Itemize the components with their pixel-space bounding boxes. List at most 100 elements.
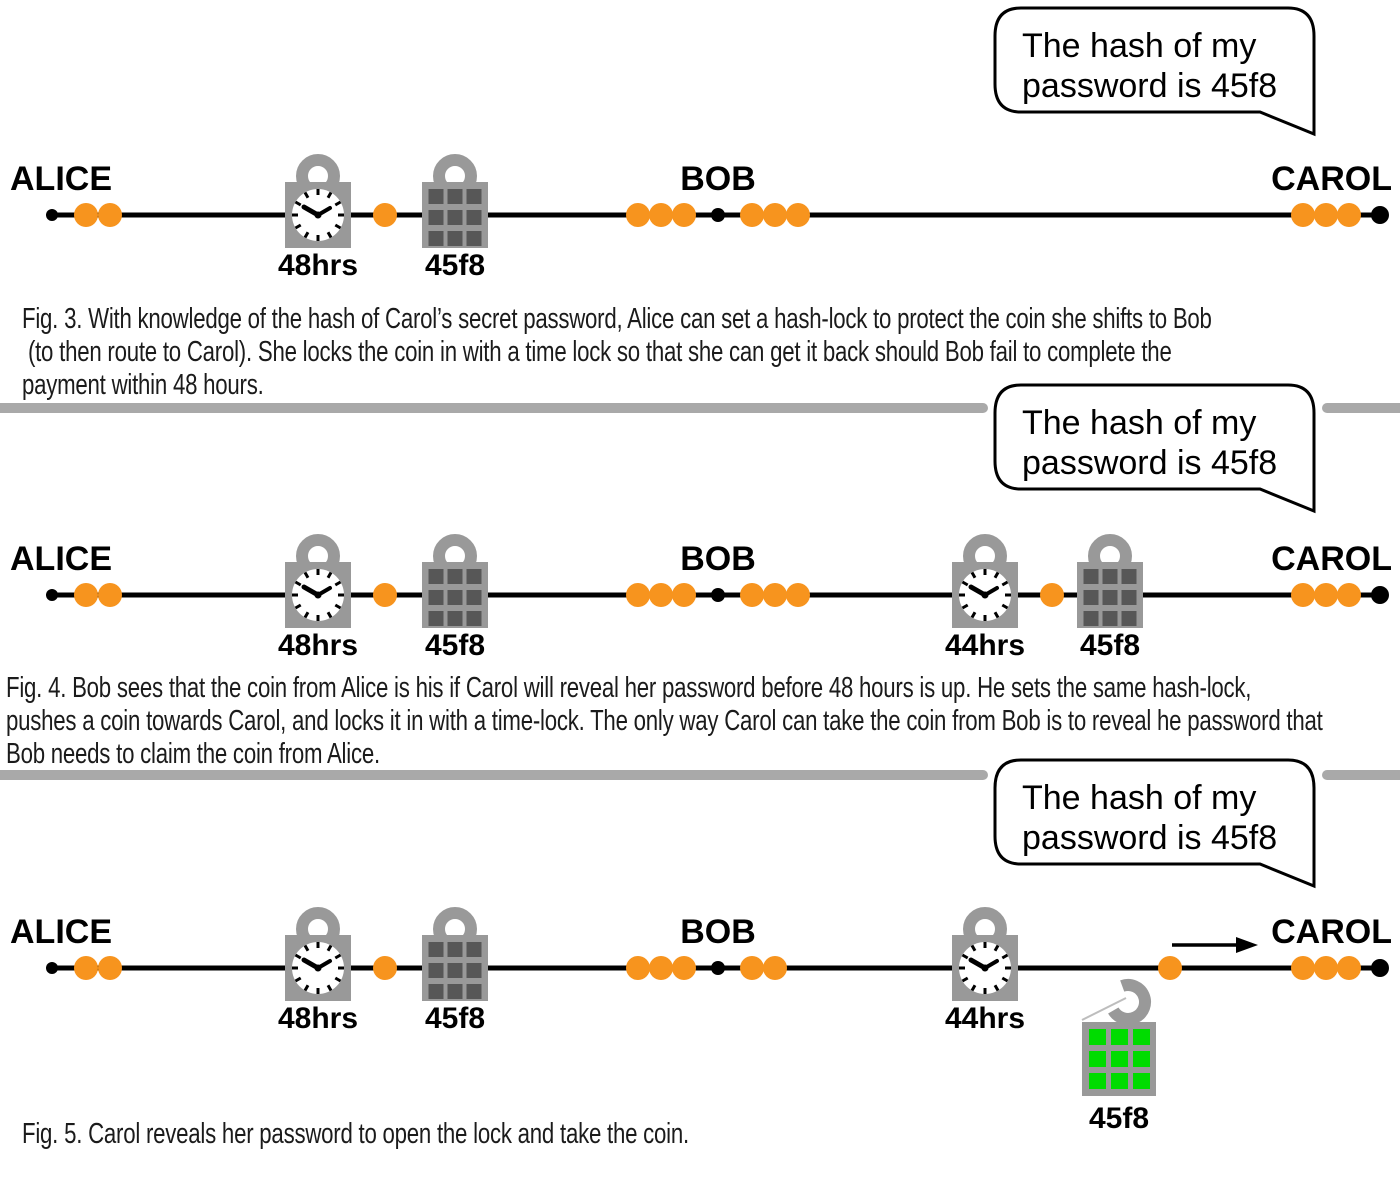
timelock-44-label: 44hrs	[945, 1002, 1025, 1035]
section-divider	[1322, 770, 1400, 780]
coin-moving-to-carol	[1158, 956, 1182, 980]
carol-label: CAROL	[1271, 913, 1392, 951]
coin	[626, 203, 650, 227]
coin	[740, 203, 764, 227]
coin	[1337, 956, 1361, 980]
fig4-caption-line-3: Bob needs to claim the coin from Alice.	[6, 738, 380, 770]
fig5-diagram: ALICE BOB CAROL 48hrs 45f8 44hrs 45f8	[10, 890, 1392, 1135]
timelock-icon	[285, 913, 351, 1001]
coin	[98, 203, 122, 227]
speech-bubble-outline	[993, 383, 1316, 514]
fig3-diagram: ALICE BOB CAROL 48hrs 45f8	[10, 140, 1392, 282]
bubble-line-2: password is 45f8	[1022, 819, 1278, 857]
alice-label: ALICE	[10, 540, 112, 578]
hashlock-icon	[422, 913, 488, 1001]
coin	[626, 956, 650, 980]
coins	[74, 583, 1361, 607]
coins	[74, 203, 1361, 227]
coin	[1291, 583, 1315, 607]
coin	[1314, 203, 1338, 227]
coin	[373, 583, 397, 607]
speech-bubble-outline	[993, 758, 1316, 889]
coin	[74, 203, 98, 227]
coin	[740, 583, 764, 607]
bob-label: BOB	[680, 540, 756, 578]
fig3-caption-line-3: payment within 48 hours.	[22, 369, 264, 401]
bubble-line-2: password is 45f8	[1022, 67, 1278, 105]
alice-label: ALICE	[10, 913, 112, 951]
carol-endpoint-dot	[1371, 586, 1389, 604]
bubble-line-1: The hash of my	[1022, 779, 1257, 817]
right-arrow-icon	[1172, 937, 1258, 953]
carol-endpoint-dot	[1371, 959, 1389, 977]
coin	[626, 583, 650, 607]
fig5-caption-line-1: Fig. 5. Carol reveals her password to op…	[22, 1118, 689, 1150]
alice-endpoint-dot	[46, 209, 58, 221]
timelock-48-label: 48hrs	[278, 1002, 358, 1035]
bob-label: BOB	[680, 160, 756, 198]
hashlock-label: 45f8	[425, 249, 485, 282]
coin	[98, 956, 122, 980]
coin	[672, 203, 696, 227]
coin	[74, 956, 98, 980]
hashlock-icon	[422, 160, 488, 248]
alice-endpoint-dot	[46, 589, 58, 601]
coin	[786, 203, 810, 227]
hashlock-label: 45f8	[425, 1002, 485, 1035]
coin	[740, 956, 764, 980]
bubble-line-1: The hash of my	[1022, 27, 1257, 65]
bob-node-dot	[711, 208, 725, 222]
carol-endpoint-dot	[1371, 206, 1389, 224]
hashlock-label: 45f8	[425, 629, 485, 662]
bob-node-dot	[711, 961, 725, 975]
coin	[373, 203, 397, 227]
coin	[786, 583, 810, 607]
alice-label: ALICE	[10, 160, 112, 198]
coin	[672, 956, 696, 980]
coin	[1040, 583, 1064, 607]
coin	[1314, 583, 1338, 607]
hashlock-icon	[1077, 540, 1143, 628]
fig4-diagram: ALICE BOB CAROL 48hrs 45f8 44hrs 45f8	[10, 520, 1392, 662]
coin	[1291, 203, 1315, 227]
coin	[649, 956, 673, 980]
section-divider	[0, 403, 988, 413]
timelock-44-label: 44hrs	[945, 629, 1025, 662]
speech-bubble-outline	[993, 6, 1316, 137]
coin	[373, 956, 397, 980]
bubble-line-1: The hash of my	[1022, 404, 1257, 442]
coin	[763, 956, 787, 980]
section-divider	[1322, 403, 1400, 413]
coin	[1337, 203, 1361, 227]
fig3-caption-line-2: (to then route to Carol). She locks the …	[22, 336, 1172, 368]
timelock-48-label: 48hrs	[278, 249, 358, 282]
coin	[649, 203, 673, 227]
speech-bubble-carol-fig3	[993, 6, 1316, 137]
coin	[98, 583, 122, 607]
opened-hashlock-icon	[1081, 979, 1156, 1096]
timelock-icon	[952, 913, 1018, 1001]
coin	[1337, 583, 1361, 607]
carol-label: CAROL	[1271, 540, 1392, 578]
timelock-icon	[285, 160, 351, 248]
fig3-caption-line-1: Fig. 3. With knowledge of the hash of Ca…	[22, 303, 1212, 335]
carol-label: CAROL	[1271, 160, 1392, 198]
timelock-48-label: 48hrs	[278, 629, 358, 662]
bob-label: BOB	[680, 913, 756, 951]
coin	[1291, 956, 1315, 980]
bubble-line-2: password is 45f8	[1022, 444, 1278, 482]
coins	[74, 956, 1361, 980]
coin	[74, 583, 98, 607]
timelock-icon	[285, 540, 351, 628]
coin	[649, 583, 673, 607]
coin	[763, 583, 787, 607]
fig4-caption-line-2: pushes a coin towards Carol, and locks i…	[6, 705, 1323, 737]
section-divider	[0, 770, 988, 780]
coin	[672, 583, 696, 607]
hashlock-icon	[422, 540, 488, 628]
fig4-caption-line-1: Fig. 4. Bob sees that the coin from Alic…	[6, 672, 1252, 704]
coin	[1314, 956, 1338, 980]
